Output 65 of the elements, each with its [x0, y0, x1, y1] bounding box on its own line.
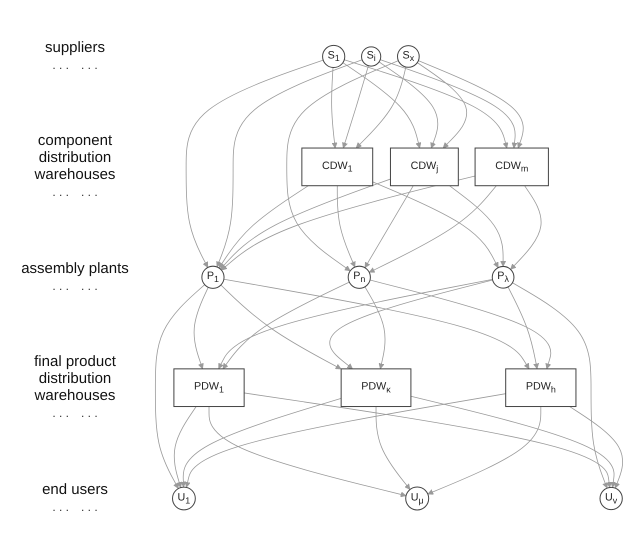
ellipsis: . . .: [81, 500, 98, 514]
ellipsis: . . .: [81, 406, 98, 420]
circle-node: U$_{μ}$: [405, 486, 430, 510]
circle-node: U$_{1}$: [172, 486, 196, 510]
arrow: [510, 185, 542, 270]
arrow: [218, 185, 309, 268]
ellipsis: . . .: [52, 278, 69, 293]
arrow: [416, 62, 468, 148]
warehouse-box: PDW$_{h}$: [505, 368, 576, 407]
arrow: [512, 282, 608, 488]
warehouse-box: CDW$_{m}$: [474, 147, 549, 186]
ellipsis: . . .: [52, 185, 69, 200]
arrow: [364, 286, 386, 369]
circle-node: S$_{1}$: [322, 44, 346, 68]
ellipsis: . . .: [52, 406, 69, 420]
arrow: [356, 66, 406, 148]
arrow: [418, 60, 524, 148]
arrow: [410, 396, 616, 488]
arrow: [174, 406, 197, 488]
arrow: [342, 62, 422, 148]
arrow: [331, 66, 338, 148]
circle-node: P$_{n}$: [348, 266, 371, 289]
row-label: assembly plants: [20, 260, 130, 277]
arrow: [380, 59, 518, 148]
arrow: [376, 406, 410, 490]
arrow: [184, 393, 506, 488]
arrow: [336, 185, 356, 268]
ellipsis: . . .: [81, 58, 98, 72]
circle-node: P$_{1}$: [201, 266, 225, 289]
circle-node: U$_{v}$: [600, 486, 623, 510]
arrow: [378, 61, 438, 148]
arrow: [329, 279, 493, 369]
arrow: [154, 284, 206, 489]
arrow: [370, 279, 552, 369]
arrow: [344, 59, 508, 148]
arrow: [569, 406, 624, 488]
arrow: [180, 398, 342, 488]
arrow: [194, 286, 209, 369]
arrow: [220, 178, 391, 270]
warehouse-box: PDW$_{κ}$: [340, 368, 412, 407]
arrow: [286, 60, 399, 271]
warehouse-box: CDW$_{1}$: [301, 147, 374, 186]
arrow: [221, 175, 476, 270]
arrow: [342, 65, 369, 148]
arrow: [216, 59, 363, 268]
arrow: [244, 392, 612, 488]
circle-node: S$_{x}$: [397, 44, 420, 68]
circle-node: P$_{λ}$: [492, 266, 514, 288]
row-label: final product distribution warehouses: [33, 353, 117, 404]
warehouse-box: PDW$_{1}$: [173, 368, 245, 407]
ellipsis: . . .: [52, 58, 69, 72]
arrow: [208, 406, 406, 498]
ellipsis: . . .: [81, 278, 98, 293]
row-label: end users: [41, 480, 109, 498]
circle-node: S$_{i}$: [361, 46, 382, 66]
row-label: suppliers: [44, 38, 106, 56]
ellipsis: . . .: [81, 185, 98, 200]
ellipsis: . . .: [52, 500, 69, 514]
arrow: [508, 286, 539, 369]
row-label: component distribution warehouses: [34, 132, 116, 184]
warehouse-box: CDW$_{j}$: [390, 147, 459, 186]
arrow: [364, 185, 414, 268]
arrow: [428, 406, 542, 495]
arrow: [186, 60, 324, 268]
arrow: [449, 185, 506, 267]
